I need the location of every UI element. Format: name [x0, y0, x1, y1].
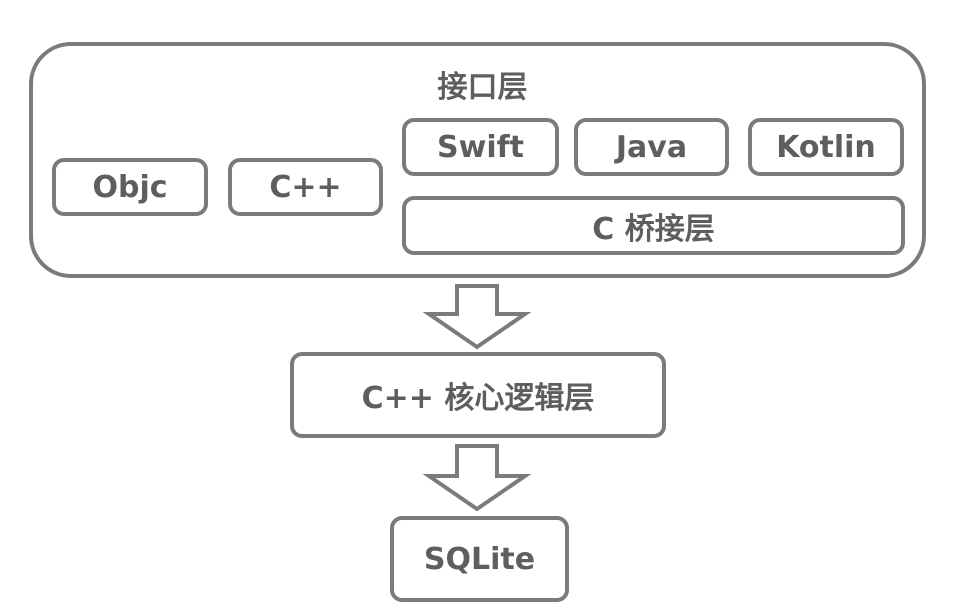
down-arrow-icon — [422, 444, 532, 512]
swift-box: Swift — [402, 118, 559, 176]
objc-box: Objc — [52, 158, 208, 216]
kotlin-box: Kotlin — [748, 118, 904, 176]
java-box: Java — [574, 118, 729, 176]
cpp-core-logic-layer-box: C++ 核心逻辑层 — [290, 352, 666, 438]
interface-layer-title: 接口层 — [437, 70, 528, 105]
cpp-box: C++ — [228, 158, 383, 216]
down-arrow-icon — [422, 284, 532, 350]
c-bridge-layer-box: C 桥接层 — [402, 196, 905, 255]
sqlite-box: SQLite — [390, 516, 569, 602]
